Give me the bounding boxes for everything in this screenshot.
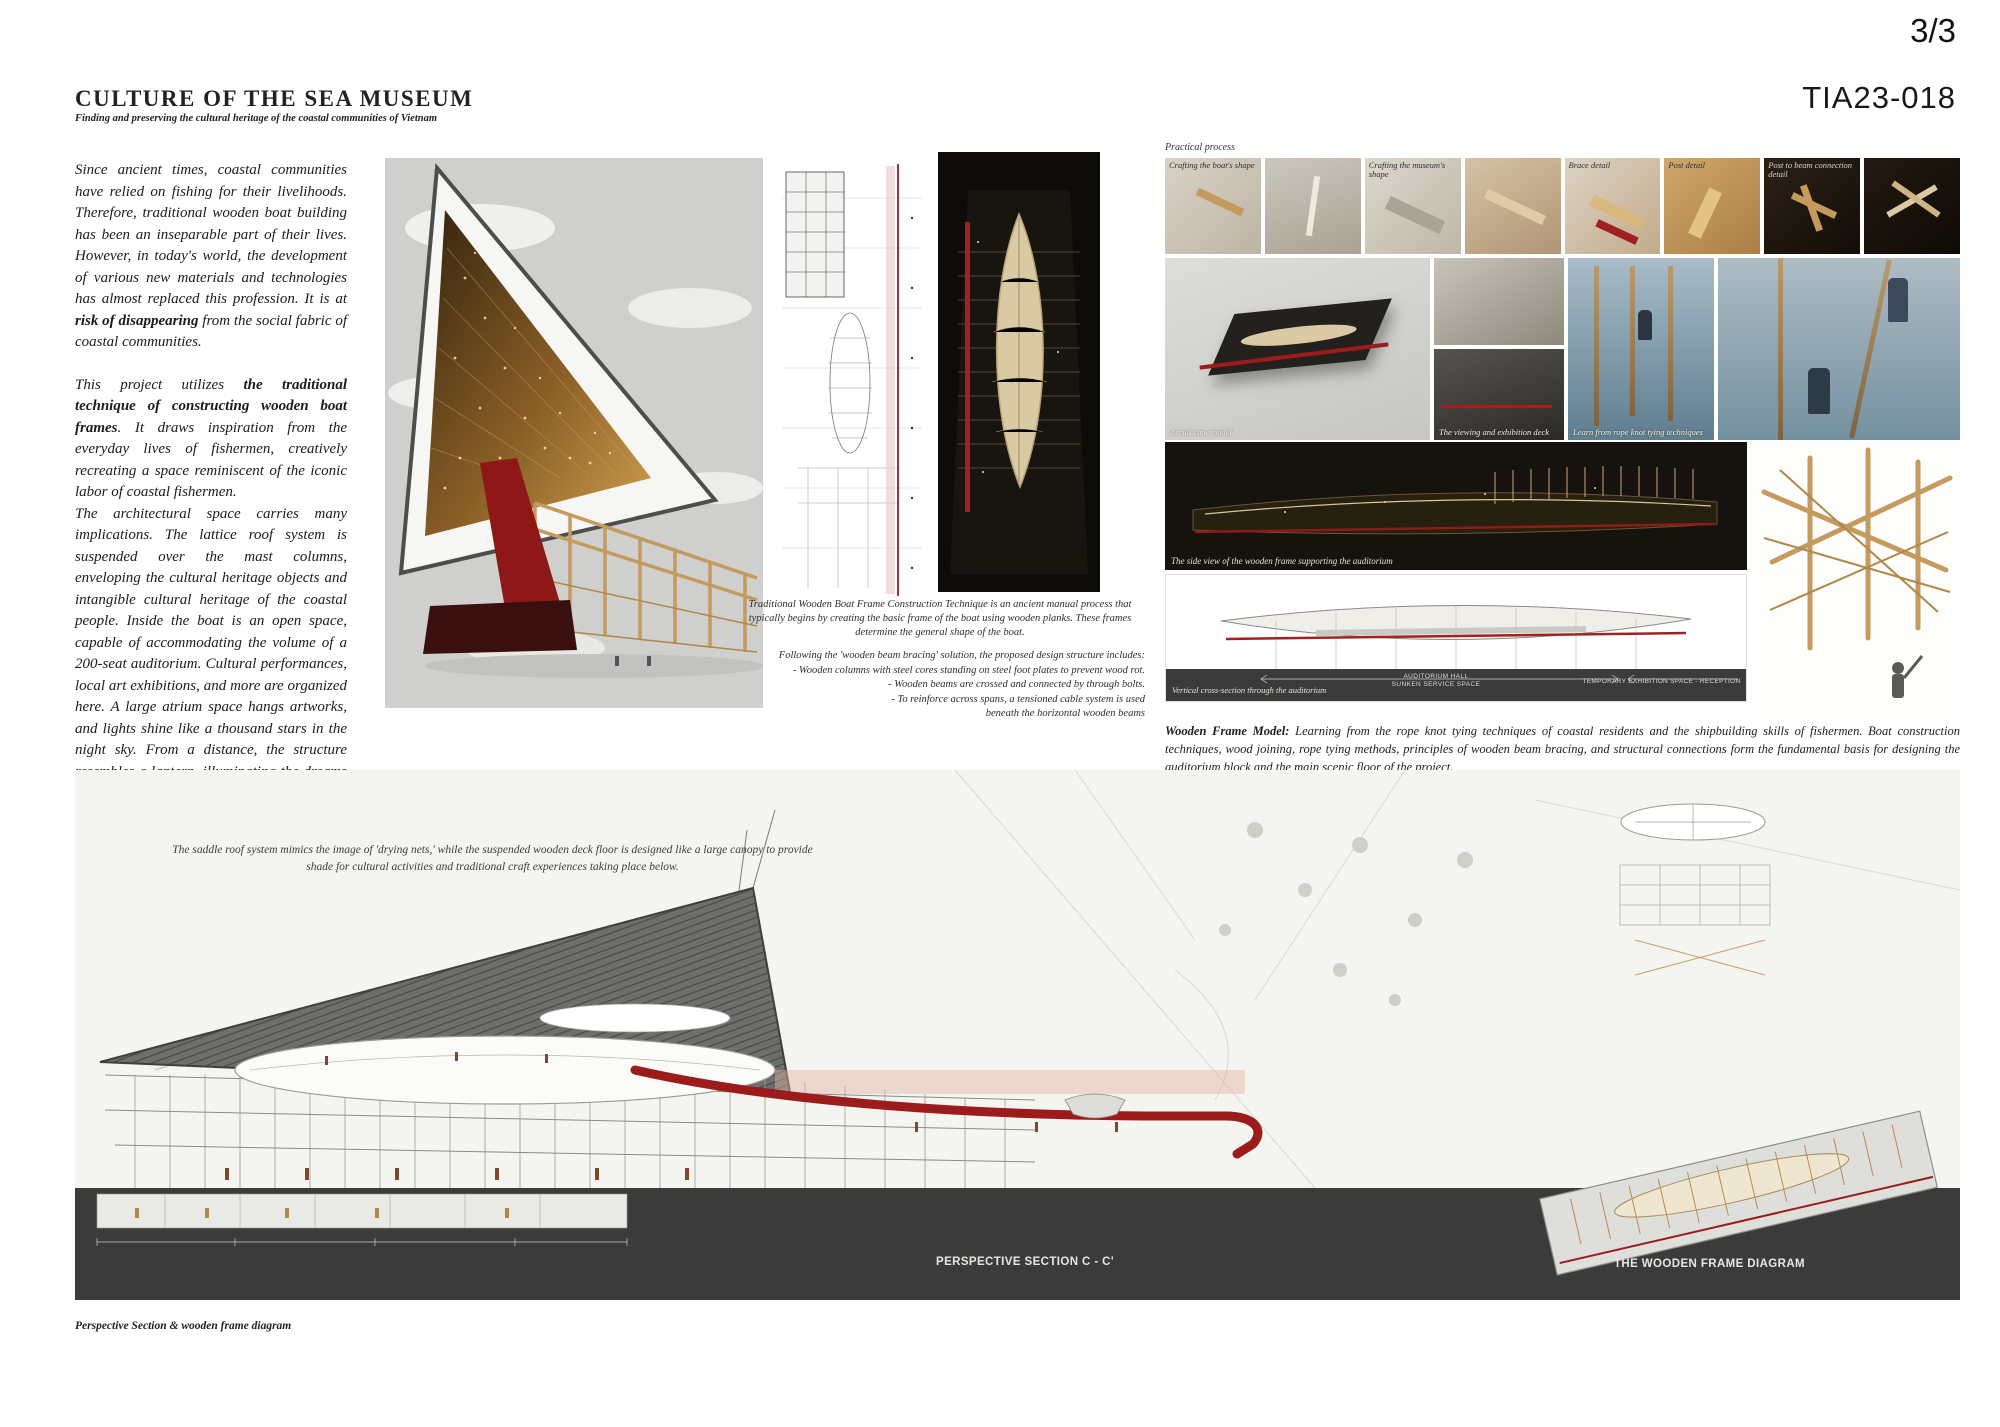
thumb-label: Brace detail: [1568, 160, 1611, 170]
exhibition-deck-photo: The viewing and exhibition deck: [1434, 349, 1564, 440]
saddle-roof-note: The saddle roof system mimics the image …: [172, 844, 813, 873]
model-photo-grid: Aerial view model The viewing and exhibi…: [1165, 258, 1960, 440]
wood-pole: [1849, 259, 1892, 439]
process-photo-post-detail: Post detail: [1664, 158, 1761, 254]
intro-p2-tail: . It draws inspiration from the everyday…: [75, 419, 347, 501]
frame-caption-lead: Wooden Frame Model:: [1165, 724, 1290, 738]
plan-drawing-illustration: [778, 158, 926, 603]
technique-item-2: - Wooden beams are crossed and connected…: [888, 679, 1145, 690]
fisherman-figure: [1638, 310, 1652, 340]
practical-process-label: Practical process: [1165, 142, 1235, 153]
wooden-frame-render: [1750, 442, 1960, 720]
aerial-model-caption: Aerial view model: [1170, 427, 1232, 437]
deck-caption: The viewing and exhibition deck: [1439, 427, 1549, 437]
side-view-illustration: [1165, 442, 1747, 570]
board-header: CULTURE OF THE SEA MUSEUM Finding and pr…: [75, 86, 505, 124]
cross-section-caption: Vertical cross-section through the audit…: [1172, 685, 1327, 695]
wood-pole: [1630, 266, 1635, 416]
boat-frame-model-illustration: [938, 152, 1100, 592]
thumb-label: Post to beam connection detail: [1768, 160, 1853, 179]
wood-pole: [1778, 258, 1783, 440]
wooden-frame-diagram-label: THE WOODEN FRAME DIAGRAM: [1614, 1258, 1806, 1270]
auditorium-hall-label: AUDITORIUM HALL: [1403, 673, 1469, 680]
thumb-label: Post detail: [1668, 160, 1705, 170]
hero-render-illustration: [385, 158, 763, 708]
entry-id: TIA23-018: [1802, 80, 1956, 115]
technique-item-1: - Wooden columns with steel cores standi…: [792, 664, 1145, 676]
sea-caption: Learn from rope knot tying techniques: [1573, 427, 1703, 437]
perspective-section-drawing: [75, 770, 1960, 1300]
temporary-exhibition-label: TEMPORARY EXHIBITION SPACE - RECEPTION: [1582, 678, 1741, 685]
intro-paragraph-2: This project utilizes the traditional te…: [75, 375, 347, 504]
perspective-section-label: PERSPECTIVE SECTION C - C': [936, 1256, 1114, 1268]
process-photo-sail: [1264, 158, 1361, 254]
model-detail-photo: [1434, 258, 1564, 345]
thumb-label: Crafting the boat's shape: [1169, 160, 1255, 170]
fisherman-figure: [1808, 368, 1830, 414]
process-photo-boat-shape: Crafting the boat's shape: [1165, 158, 1261, 254]
intro-p2-text: This project utilizes: [75, 376, 244, 393]
intro-p2-emphasis: the traditional technique of constructin…: [75, 376, 348, 436]
process-photo-post-beam-connection: Post to beam connection detail: [1764, 158, 1861, 254]
aerial-model-photo: Aerial view model: [1165, 258, 1430, 440]
technique-intro: Traditional Wooden Boat Frame Constructi…: [748, 599, 1132, 638]
process-photo-strip: Crafting the boat's shape Crafting the m…: [1165, 158, 1960, 254]
wooden-frame-model-caption: Wooden Frame Model: Learning from the ro…: [1165, 722, 1960, 776]
technique-caption: Traditional Wooden Boat Frame Constructi…: [735, 598, 1145, 722]
cross-section-figure: AUDITORIUM HALL SUNKEN SERVICE SPACE TEM…: [1165, 574, 1747, 702]
boat-frame-model-photo: [938, 152, 1100, 592]
thumb-label: Crafting the museum's shape: [1368, 160, 1446, 179]
intro-p1-text: Since ancient times, coastal communities…: [75, 162, 347, 307]
right-panel: Practical process Crafting the boat's sh…: [1165, 142, 1960, 786]
process-photo-hands: [1464, 158, 1561, 254]
technique-item-3: - To reinforce across spans, a tensioned…: [891, 693, 1145, 705]
side-view-caption: The side view of the wooden frame suppor…: [1171, 556, 1393, 566]
page-number: 3/3: [1910, 12, 1956, 49]
sunken-service-label: SUNKEN SERVICE SPACE: [1391, 681, 1481, 688]
side-view-model-photo: The side view of the wooden frame suppor…: [1165, 442, 1747, 570]
intro-p1-emphasis: risk of disappearing: [75, 312, 199, 329]
process-photo-museum-shape: Crafting the museum's shape: [1364, 158, 1461, 254]
page-subtitle: Finding and preserving the cultural heri…: [75, 113, 437, 124]
wooden-frame-illustration: [1750, 442, 1960, 720]
intro-paragraph-3: The architectural space carries many imp…: [75, 504, 347, 805]
technique-solution-lead: Following the 'wooden beam bracing' solu…: [778, 650, 1145, 661]
sea-poles-photo: Learn from rope knot tying techniques: [1568, 258, 1714, 440]
page-title: CULTURE OF THE SEA MUSEUM: [75, 86, 474, 111]
intro-p1-tail: from the social fabric of coastal commun…: [75, 312, 347, 351]
deck-red-ramp: [1442, 405, 1552, 408]
bottom-figure-caption: Perspective Section & wooden frame diagr…: [75, 1320, 292, 1332]
hero-render-museum: [385, 158, 763, 708]
cross-section-illustration: [1166, 575, 1746, 701]
technique-item-4: beneath the horizontal wooden beams: [985, 708, 1145, 719]
plan-elevation-drawing: [778, 158, 926, 603]
process-photo-joint-model: [1864, 158, 1960, 254]
fisherman-figure: [1888, 278, 1908, 322]
rope-tying-photo: [1718, 258, 1960, 440]
intro-paragraph-1: Since ancient times, coastal communities…: [75, 160, 347, 354]
intro-p3-text: The architectural space carries many imp…: [75, 505, 347, 802]
wood-pole: [1594, 266, 1599, 426]
intro-text: Since ancient times, coastal communities…: [75, 160, 347, 805]
wood-pole: [1668, 266, 1673, 421]
process-photo-brace-detail: Brace detail: [1564, 158, 1661, 254]
